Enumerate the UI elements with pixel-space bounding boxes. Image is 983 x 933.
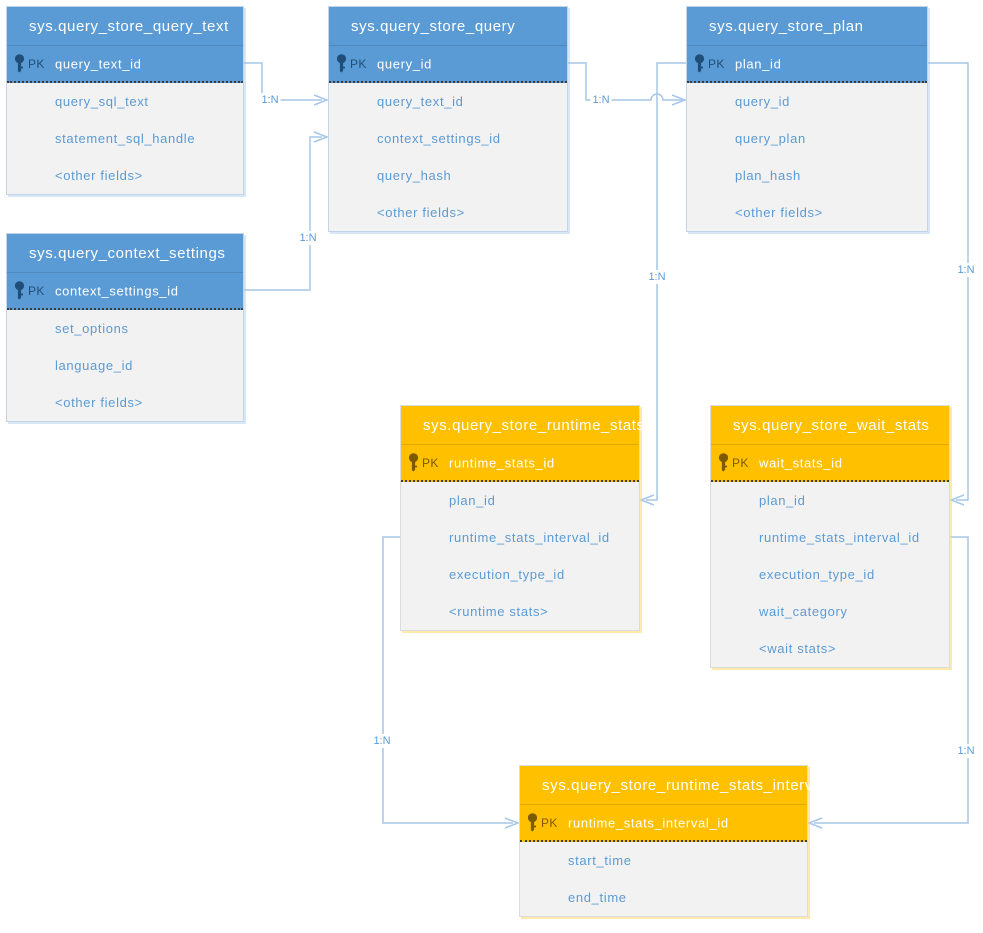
primary-key-icon: [527, 813, 540, 834]
cardinality-label: 1:N: [955, 263, 977, 277]
primary-key-icon: [408, 453, 421, 474]
connector-query-to-plan[interactable]: [568, 62, 688, 106]
entity-title: sys.query_context_settings: [7, 234, 243, 272]
pk-label: PK: [541, 815, 558, 830]
entity-table-query-store-runtime-stats[interactable]: sys.query_store_runtime_stats PK runtime…: [400, 405, 644, 631]
cardinality-label: 1:N: [297, 231, 319, 245]
entity-title: sys.query_store_wait_stats: [711, 406, 949, 444]
primary-key-row: PK wait_stats_id: [711, 444, 949, 482]
connector-querytext-to-query[interactable]: [244, 62, 330, 106]
field-row: plan_id: [759, 493, 806, 508]
field-row: start_time: [568, 853, 632, 868]
field-list: query_text_id context_settings_id query_ha…: [329, 83, 567, 231]
field-row: set_options: [55, 321, 129, 336]
pk-label: PK: [708, 56, 725, 71]
pk-field-name: query_id: [377, 56, 433, 71]
pk-field-name: runtime_stats_interval_id: [568, 815, 729, 830]
cardinality-label: 1:N: [646, 270, 668, 284]
entity-table-query-store-query-text[interactable]: sys.query_store_query_text PK query_text…: [6, 6, 244, 195]
field-row: query_text_id: [377, 94, 464, 109]
entity-title: sys.query_store_plan: [687, 7, 927, 45]
primary-key-row: PK plan_id: [687, 45, 927, 83]
field-row: <other fields>: [735, 205, 823, 220]
entity-title: sys.query_store_runtime_stats: [401, 406, 644, 444]
primary-key-row: PK context_settings_id: [7, 272, 243, 310]
entity-title: sys.query_store_query: [329, 7, 567, 45]
field-row: end_time: [568, 890, 627, 905]
field-row: runtime_stats_interval_id: [449, 530, 610, 545]
primary-key-icon: [336, 54, 349, 75]
pk-label: PK: [28, 56, 45, 71]
field-list: query_id query_plan plan_hash <other fields…: [687, 83, 927, 231]
entity-table-query-store-query[interactable]: sys.query_store_query PK query_id query_…: [328, 6, 568, 232]
primary-key-icon: [14, 54, 27, 75]
field-row: plan_hash: [735, 168, 801, 183]
field-row: query_sql_text: [55, 94, 149, 109]
field-list: set_options language_id <other fields>: [7, 310, 243, 421]
field-row: language_id: [55, 358, 133, 373]
primary-key-row: PK query_text_id: [7, 45, 243, 83]
field-row: <other fields>: [55, 395, 143, 410]
arrowhead-icon: [671, 94, 688, 106]
field-row: <wait stats>: [759, 641, 837, 656]
field-row: query_id: [735, 94, 791, 109]
field-row: plan_id: [449, 493, 496, 508]
entity-table-query-store-runtime-stats-interval[interactable]: sys.query_store_runtime_stats_interval P…: [519, 765, 825, 917]
field-row: query_plan: [735, 131, 806, 146]
arrowhead-icon: [948, 494, 965, 506]
pk-field-name: context_settings_id: [55, 283, 179, 298]
arrowhead-icon: [313, 94, 330, 106]
cardinality-label: 1:N: [955, 744, 977, 758]
entity-table-query-store-wait-stats[interactable]: sys.query_store_wait_stats PK wait_stats…: [710, 405, 950, 668]
entity-table-query-context-settings[interactable]: sys.query_context_settings PK context_se…: [6, 233, 244, 422]
field-row: query_hash: [377, 168, 452, 183]
pk-field-name: query_text_id: [55, 56, 142, 71]
field-row: execution_type_id: [759, 567, 875, 582]
connector-plan-to-runtimestats[interactable]: [638, 62, 686, 506]
pk-field-name: plan_id: [735, 56, 782, 71]
primary-key-icon: [14, 281, 27, 302]
field-list: plan_id runtime_stats_interval_id executio…: [401, 482, 639, 630]
pk-field-name: runtime_stats_id: [449, 455, 555, 470]
field-list: start_time end_time: [520, 842, 807, 916]
cardinality-label: 1:N: [590, 93, 612, 107]
arrowhead-icon: [638, 494, 655, 506]
pk-field-name: wait_stats_id: [759, 455, 843, 470]
primary-key-row: PK runtime_stats_interval_id: [520, 804, 807, 842]
field-list: query_sql_text statement_sql_handle <other…: [7, 83, 243, 194]
pk-label: PK: [350, 56, 367, 71]
field-row: execution_type_id: [449, 567, 565, 582]
primary-key-icon: [694, 54, 707, 75]
field-row: statement_sql_handle: [55, 131, 196, 146]
pk-label: PK: [28, 283, 45, 298]
field-row: wait_category: [759, 604, 848, 619]
arrowhead-icon: [806, 817, 823, 829]
field-row: runtime_stats_interval_id: [759, 530, 920, 545]
field-row: <other fields>: [377, 205, 465, 220]
entity-title: sys.query_store_query_text: [7, 7, 243, 45]
cardinality-label: 1:N: [259, 93, 281, 107]
arrowhead-icon: [504, 817, 521, 829]
field-row: <runtime stats>: [449, 604, 549, 619]
field-row: <other fields>: [55, 168, 143, 183]
entity-title: sys.query_store_runtime_stats_interval: [520, 766, 825, 804]
connector-contextsettings-to-query[interactable]: [244, 131, 330, 291]
primary-key-row: PK query_id: [329, 45, 567, 83]
pk-label: PK: [422, 455, 439, 470]
field-list: plan_id runtime_stats_interval_id executio…: [711, 482, 949, 667]
pk-label: PK: [732, 455, 749, 470]
cardinality-label: 1:N: [371, 734, 393, 748]
field-row: context_settings_id: [377, 131, 501, 146]
arrowhead-icon: [313, 131, 330, 143]
primary-key-row: PK runtime_stats_id: [401, 444, 639, 482]
primary-key-icon: [718, 453, 731, 474]
entity-table-query-store-plan[interactable]: sys.query_store_plan PK plan_id query_id…: [686, 6, 928, 232]
